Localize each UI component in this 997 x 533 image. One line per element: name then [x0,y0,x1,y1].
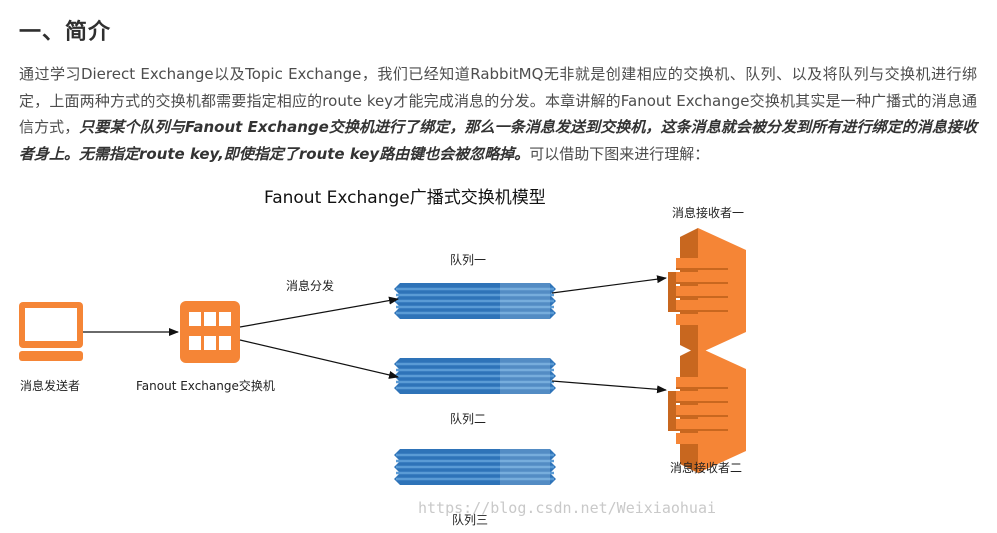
exchange-icon [180,301,240,363]
arrow-queue1-receiver1 [551,275,667,294]
intro-tail: 可以借助下图来进行理解： [529,144,710,163]
queue2-label: 队列二 [450,412,487,426]
intro-text: 通过学习Dierect Exchange以及Topic Exchange，我们已… [19,65,977,136]
watermark: https://blog.csdn.net/Weixiaohuai [418,499,717,517]
intro-emphasis: 只要某个队列与Fanout Exchange交换机进行了绑定，那么一条消息发送到… [19,118,977,163]
arrow-queue2-receiver2 [551,380,667,394]
queue2-icon [392,356,558,396]
arrow-exchange-queue2 [239,339,399,379]
receiver2-label: 消息接收者二 [670,461,743,475]
sender-computer-icon [19,302,83,361]
queue1-icon [392,281,558,321]
queue3-label: 队列三 [452,513,489,527]
sender-label: 消息发送者 [20,379,81,393]
section-heading: 一、简介 [19,20,112,45]
arrow-exchange-queue1 [239,296,399,328]
intro-paragraph: 通过学习Dierect Exchange以及Topic Exchange，我们已… [19,61,977,167]
queue1-label: 队列一 [450,253,487,267]
receiver2-icon [667,346,747,474]
exchange-label: Fanout Exchange交换机 [136,379,275,393]
queue3-icon [392,447,558,487]
receiver1-label: 消息接收者一 [672,206,745,220]
receiver1-icon [667,227,747,355]
dispatch-label: 消息分发 [286,279,335,293]
diagram-title: Fanout Exchange广播式交换机模型 [264,188,546,208]
